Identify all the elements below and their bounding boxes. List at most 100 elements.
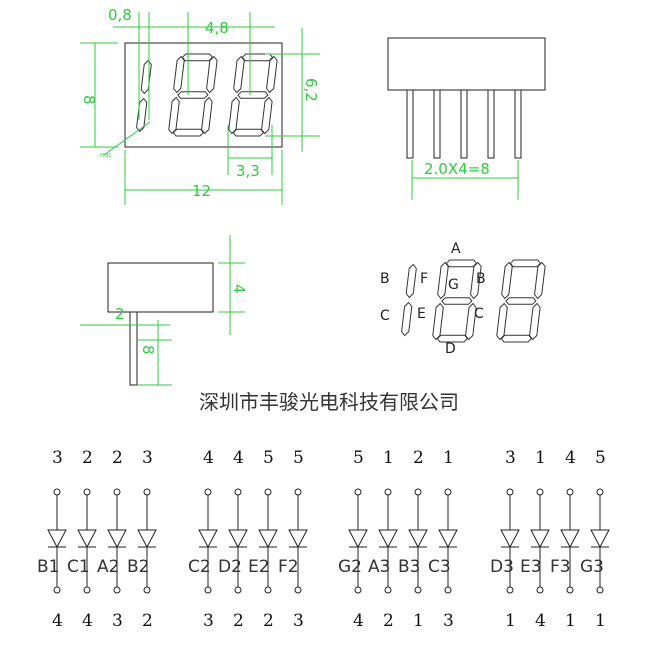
segment-label: B3 [398,557,420,577]
pin-number-bottom: 3 [203,611,214,631]
diode-symbol [288,529,308,549]
anode-terminal [264,488,272,496]
pin [514,89,522,159]
pin-number-bottom: 4 [535,611,546,631]
segment-a [181,53,214,62]
pin-number-bottom: 1 [595,611,606,631]
segment-label: D2 [218,557,242,577]
segment-c [136,97,148,133]
diode-symbol [228,529,248,549]
front-dimension-lines [80,12,320,205]
front-body-outline [124,42,283,148]
side-view: 4 2 8 [80,235,248,386]
segment-d [500,334,533,343]
anode-terminal [204,488,212,496]
pin-number-bottom: 1 [565,611,576,631]
dim-digit-height: 6,2 [302,78,320,102]
segment-label: D3 [490,557,514,577]
segment-label: E3 [520,557,542,577]
cathode-terminal [354,586,362,594]
pin-number-bottom: 2 [233,611,244,631]
anode-terminal [596,488,604,496]
segment-e [228,96,240,135]
diode-symbol [560,529,580,549]
pin-number-bottom: 2 [383,611,394,631]
segment-f [173,55,185,94]
segment-e [168,96,180,135]
cathode-terminal [384,586,392,594]
pin-number-bottom: 2 [142,611,153,631]
anode-terminal [143,488,151,496]
dim-digit-width: 3,3 [236,162,260,180]
seg-label: E [417,306,426,322]
diode-G3: 5 1 G3 [580,448,610,631]
diode-symbol [137,529,157,549]
seg-label: D [445,341,456,357]
front-digits [136,53,278,137]
segment-map [401,259,546,343]
segment-labels: A B F G B C E C D [380,241,486,357]
seg-label: C [380,308,390,324]
anode-terminal [506,488,514,496]
segment-b [140,59,152,95]
seg-label: F [420,271,428,287]
pin-number-bottom: 4 [82,611,93,631]
segment-label: G3 [580,557,604,577]
diode-symbol [378,529,398,549]
pin-number-top: 4 [203,448,214,468]
cathode-terminal [204,586,212,594]
segment-label: C3 [428,557,451,577]
cathode-terminal [143,586,151,594]
pin-number-top: 3 [142,448,153,468]
anode-terminal [53,488,61,496]
diode-symbol [77,529,97,549]
pin [406,89,414,159]
dim-height: 8 [80,95,98,105]
cathode-terminal [53,586,61,594]
pin-number-top: 5 [595,448,606,468]
anode-terminal [536,488,544,496]
diode-C1: 2 4 C1 [67,448,97,631]
segment-b [470,261,482,300]
pin1-label: PIN1 [100,153,111,159]
anode-terminal [566,488,574,496]
segment-label: C1 [67,557,90,577]
seg-label: B [380,271,390,287]
dim-pin-length: 8 [139,345,157,355]
segment-label: G2 [338,557,362,577]
pin-number-top: 4 [565,448,576,468]
dim-offset: 2 [115,305,125,323]
pin-number-top: 2 [413,448,424,468]
cathode-terminal [566,586,574,594]
diode-symbol [590,529,610,549]
segment-a [241,53,274,62]
segment-f [437,261,449,300]
cathode-terminal [264,586,272,594]
segment-c [529,302,541,341]
segment-label: A3 [368,557,390,577]
pin-number-top: 2 [82,448,93,468]
diode-symbol [408,529,428,549]
pin [433,89,441,159]
anode-terminal [444,488,452,496]
anode-terminal [414,488,422,496]
seg-label: G [448,277,459,293]
company-name: 深圳市丰骏光电科技有限公司 [199,390,459,414]
anode-terminal [354,488,362,496]
diode-symbol [47,529,67,549]
segment-label: A2 [97,557,119,577]
segment-label: B1 [37,557,59,577]
seg-label: C [474,306,484,322]
cathode-terminal [83,586,91,594]
pin-number-bottom: 2 [263,611,274,631]
dim-pitch: 4,8 [205,19,229,37]
pin-number-top: 5 [293,448,304,468]
segment-g [177,91,209,99]
anode-terminal [83,488,91,496]
segment-label: C2 [188,557,211,577]
